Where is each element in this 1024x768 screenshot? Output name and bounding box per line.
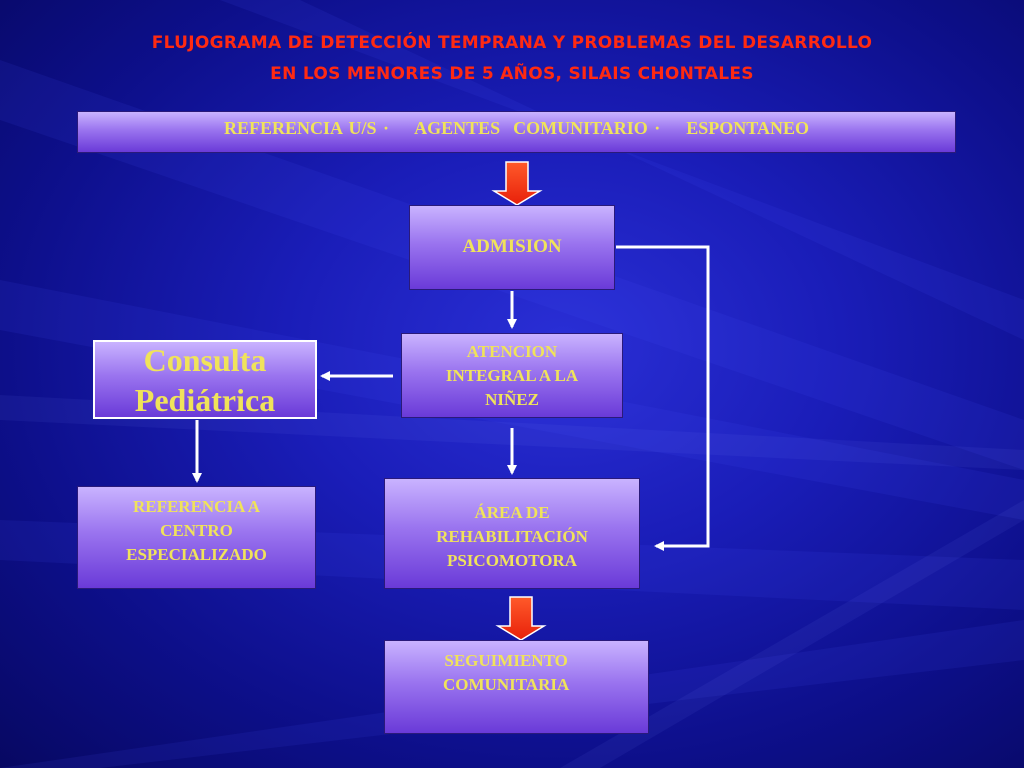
node-atencion: ATENCION INTEGRAL A LA NIÑEZ (401, 333, 623, 418)
big-arrow-icon (491, 161, 543, 206)
sources-bar: REFERENCIA U/S · AGENTES COMUNITARIO · E… (77, 111, 956, 153)
node-referencia: REFERENCIA A CENTRO ESPECIALIZADO (77, 486, 316, 589)
sources-label: REFERENCIA U/S · AGENTES COMUNITARIO · E… (224, 118, 809, 138)
node-seguimiento-line1: SEGUIMIENTO (444, 651, 568, 670)
node-atencion-line2: INTEGRAL A LA (445, 365, 579, 385)
node-consulta-line1: Consulta (143, 341, 267, 378)
node-seguimiento: SEGUIMIENTO COMUNITARIA (384, 640, 649, 734)
node-admision: ADMISION (409, 205, 615, 290)
node-rehab-line1: ÁREA DE (474, 503, 550, 522)
title-line-1: FLUJOGRAMA DE DETECCIÓN TEMPRANA Y PROBL… (151, 33, 873, 53)
node-referencia-line1: REFERENCIA A (132, 497, 261, 516)
big-arrow-icon (495, 596, 547, 641)
title-line-2: EN LOS MENORES DE 5 AÑOS, SILAIS CHONTAL… (270, 64, 754, 84)
node-rehab-line2: REHABILITACIÓN (436, 527, 588, 546)
arrow-admision-rehab (616, 245, 710, 551)
node-consulta: Consulta Pediátrica (93, 340, 317, 419)
node-consulta-line2: Pediátrica (134, 381, 276, 418)
node-atencion-line3: NIÑEZ (485, 389, 539, 409)
node-referencia-line2: CENTRO (160, 521, 233, 540)
node-atencion-line1: ATENCION (466, 341, 558, 361)
node-seguimiento-line2: COMUNITARIA (443, 675, 570, 694)
node-rehab-line3: PSICOMOTORA (446, 551, 578, 570)
node-rehabilitacion: ÁREA DE REHABILITACIÓN PSICOMOTORA (384, 478, 640, 589)
node-referencia-line3: ESPECIALIZADO (126, 545, 267, 564)
node-admision-label: ADMISION (462, 236, 562, 257)
